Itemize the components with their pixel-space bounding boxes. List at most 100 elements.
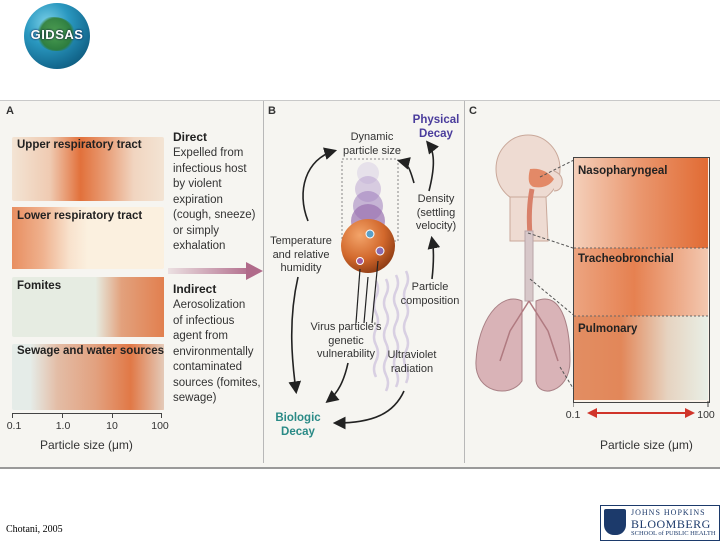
pointer-virus [363,276,369,324]
spray-lower-respiratory [12,207,164,269]
density-line: Density [417,193,455,205]
panel-separator-ab [263,101,264,463]
indirect-line: sewage) [173,392,217,404]
panel-c-tick-max: 100 [697,409,715,421]
nasopharyngeal-spray [574,158,708,248]
direct-line: by violent [173,178,222,190]
dynamic-line: Dynamic [350,131,394,143]
uv-ray [372,280,380,378]
panel-a-tick-100: 100 [151,420,169,432]
dynamic-line: particle size [342,144,402,157]
indirect-line: environmentally [173,345,254,358]
direct-line: or simply [173,224,220,237]
indirect-line: agent from [173,330,228,342]
connector [539,158,576,178]
panel-b-diagram [288,140,441,430]
virus-line: genetic [328,334,364,347]
spray-upper-respiratory [12,137,164,201]
virus-line: vulnerability [316,348,376,360]
tick [12,413,13,418]
arrow-uv-to-biologic [332,390,405,430]
temperature-line: Temperature [270,235,332,247]
left-lung [475,298,523,392]
ultraviolet-label: Ultraviolet radiation [382,349,442,376]
spray-fomites [12,277,164,337]
pointer-virus [371,260,379,324]
tick [112,413,113,418]
indirect-line: sources (fomites, [173,376,261,389]
globe-icon [36,17,76,51]
direct-description: Expelled from infectious host by violent… [173,146,255,255]
band-label-upper-respiratory: Upper respiratory tract [17,139,142,151]
uv-ray [382,278,390,392]
arrow-density-to-dynamic [396,157,415,184]
direct-line: Expelled from [173,147,244,159]
panel-a-axis [12,413,162,414]
connector [527,232,576,250]
panel-b-letter: B [268,105,276,117]
arrowhead-left-icon [587,408,597,418]
arrowhead-right-icon [685,408,695,418]
virus-particle [375,246,385,256]
biologic-line: Biologic [275,412,321,424]
source-credit: Chotani, 2005 [6,524,63,535]
nose [553,170,563,192]
pulmonary-spray [574,316,708,400]
region-pulmonary: Pulmonary [578,323,638,335]
panel-a-letter: A [6,105,14,117]
transmission-arrow [168,262,263,280]
tick [62,413,63,418]
panel-a-axis-label: Particle size (μm) [40,438,133,452]
region-nasopharyngeal: Nasopharyngeal [578,165,668,177]
tracheobronchial-spray [574,248,708,316]
uv-ray [392,274,400,388]
direct-line: exhalation [173,240,226,252]
jhu-bloomberg-logo: JOHNS HOPKINS BLOOMBERG SCHOOL of PUBLIC… [600,505,720,541]
dynamic-particle-size-label: Dynamic particle size [332,131,412,158]
panel-a-tick-10: 10 [106,420,118,432]
indirect-line: of infectious [173,314,235,327]
band-label-sewage: Sewage and water sources [17,345,165,357]
spray-sewage [12,344,164,410]
respiratory-anatomy [475,134,571,392]
arrow-density-to-physical [426,140,439,192]
density-label: Density (settling velocity) [408,193,464,234]
panel-a-tick-1.0: 1.0 [55,420,71,432]
bronchi [499,300,559,362]
aerosol-transmission-figure: A Upper respiratory tract [0,100,720,469]
pointer-virus [355,268,361,324]
composition-line: Particle [411,281,449,293]
arrow-temp-to-biologic [288,276,302,395]
panel-c-axis [573,401,709,418]
temperature-humidity-label: Temperature and relative humidity [266,235,336,276]
particle-composition-label: Particle composition [396,281,464,308]
arrow-temp-to-dynamic [302,147,338,222]
gidsas-logo: GIDSAS [24,3,90,69]
indirect-heading: Indirect [173,282,217,296]
particle-ghost [357,162,379,184]
uv-line: radiation [390,362,434,375]
region-tracheobronchial: Tracheobronchial [578,253,674,265]
jh-line3: SCHOOL of PUBLIC HEALTH [631,530,716,537]
panel-c-tick-min: 0.1 [565,409,581,421]
density-line: velocity) [415,220,457,232]
virus-vulnerability-label: Virus particle's genetic vulnerability [306,321,386,362]
jh-line2: BLOOMBERG [631,517,711,531]
direct-line: (cough, sneeze) [173,209,256,221]
panel-a-tick-0.1: 0.1 [6,420,22,432]
uv-line: Ultraviolet [387,349,437,361]
physical-decay-label: Physical Decay [408,113,464,141]
panel-c-letter: C [469,105,477,117]
direct-line: expiration [173,193,223,206]
virus-particle [356,257,364,265]
density-line: (settling [416,206,456,219]
biologic-decay-label: Biologic Decay [272,411,324,439]
band-label-fomites: Fomites [17,280,62,292]
aerosol-particle [341,219,395,273]
connector [529,278,576,318]
region-connectors [527,158,576,394]
nasal-cavity [528,168,554,188]
arrow-virus-to-biologic [325,362,349,404]
deposition-sprays [574,158,708,400]
temperature-line: and relative [272,248,330,261]
